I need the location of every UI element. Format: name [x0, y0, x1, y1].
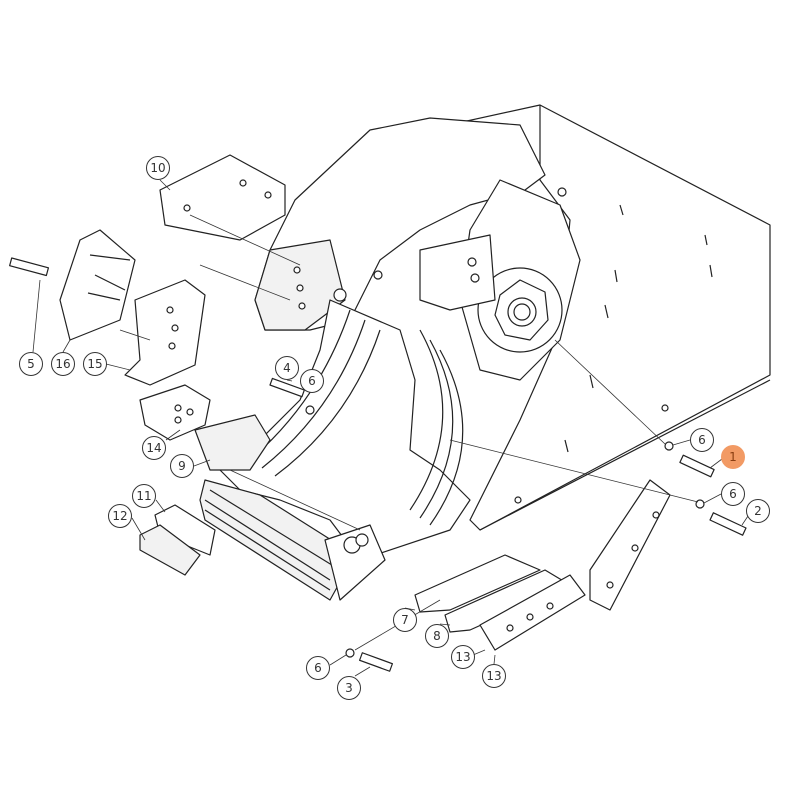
- leader-lines: [32, 179, 749, 677]
- callout-4[interactable]: 4: [275, 356, 299, 380]
- part-13-right-plate: [589, 479, 671, 611]
- callout-2[interactable]: 2: [746, 499, 770, 523]
- callout-9[interactable]: 9: [170, 454, 194, 478]
- part-12-gasket: [139, 524, 201, 576]
- cam-bracket: [419, 234, 496, 311]
- callout-10[interactable]: 10: [146, 156, 170, 180]
- grille-pattern: [204, 489, 341, 591]
- fasteners: [269, 377, 747, 672]
- part-9-liner: [194, 414, 271, 471]
- plate-slots: [564, 204, 713, 453]
- callout-6[interactable]: 6: [721, 482, 745, 506]
- callout-5[interactable]: 5: [19, 352, 43, 376]
- part-13-bar: [479, 574, 586, 651]
- callout-15[interactable]: 15: [83, 352, 107, 376]
- callout-12[interactable]: 12: [108, 504, 132, 528]
- part-10-plate: [159, 154, 286, 241]
- part-15-bracket: [124, 279, 206, 386]
- callout-16[interactable]: 16: [51, 352, 75, 376]
- callout-6[interactable]: 6: [690, 428, 714, 452]
- callout-11[interactable]: 11: [132, 484, 156, 508]
- callout-13[interactable]: 13: [482, 664, 506, 688]
- callout-14[interactable]: 14: [142, 436, 166, 460]
- callout-13[interactable]: 13: [451, 645, 475, 669]
- part-5-bolt: [9, 257, 50, 277]
- part-16-block: [59, 229, 136, 341]
- callout-6[interactable]: 6: [300, 369, 324, 393]
- grille-block: [199, 479, 356, 601]
- callout-7[interactable]: 7: [393, 608, 417, 632]
- callout-1-highlighted[interactable]: 1: [721, 445, 745, 469]
- callout-8[interactable]: 8: [425, 624, 449, 648]
- housing-side-plate: [469, 104, 771, 531]
- part-7-comb: [414, 554, 541, 613]
- part-14-block: [139, 384, 211, 441]
- callout-6[interactable]: 6: [306, 656, 330, 680]
- callout-3[interactable]: 3: [337, 676, 361, 700]
